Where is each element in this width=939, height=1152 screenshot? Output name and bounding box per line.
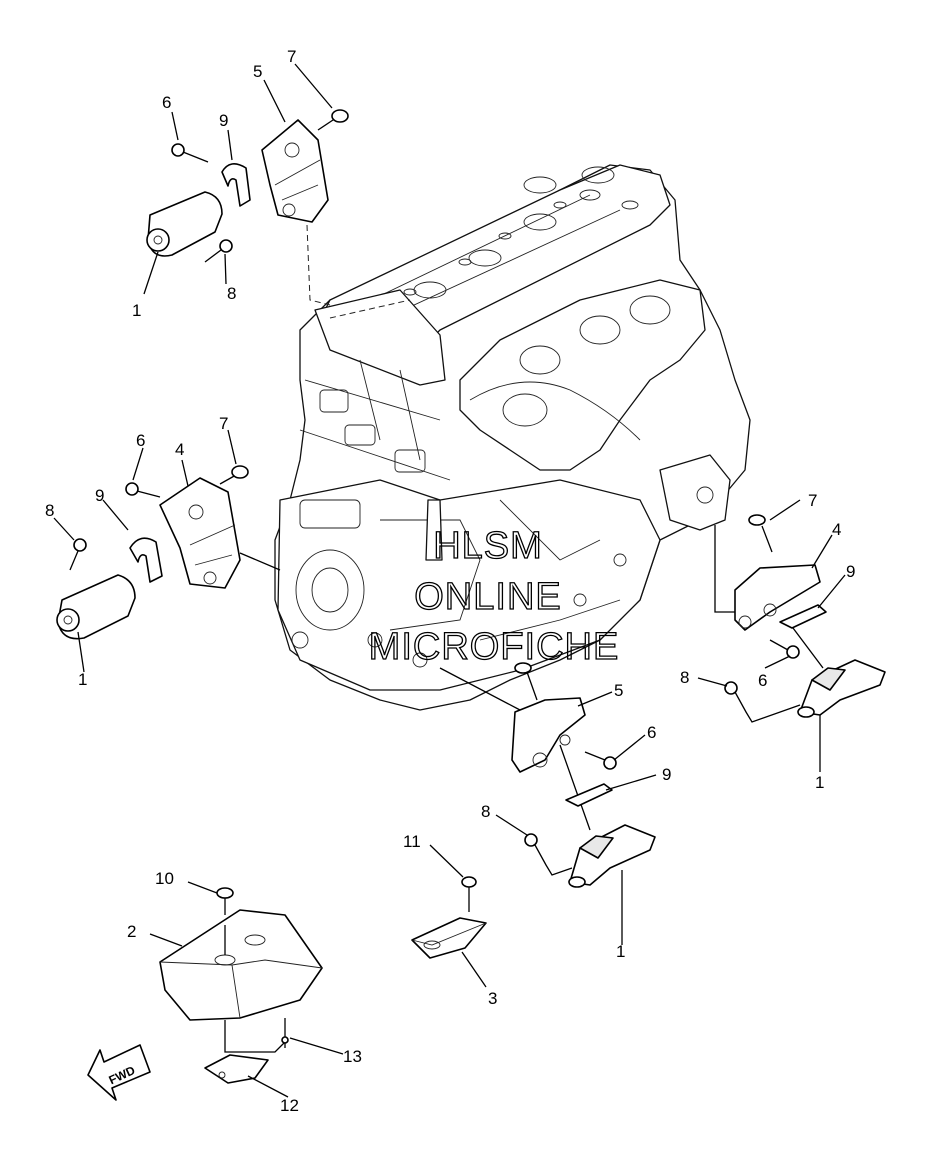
bolt-part-6 bbox=[769, 639, 800, 659]
callout-8: 8 bbox=[680, 668, 689, 687]
callout-6: 6 bbox=[647, 723, 656, 742]
callout-7: 7 bbox=[287, 47, 296, 66]
callout-numbers: 7 5 6 9 1 8 7 4 6 9 8 1 7 4 9 8 6 1 5 6 … bbox=[45, 47, 855, 1115]
guide-line bbox=[306, 224, 331, 306]
plate-part-12 bbox=[204, 1054, 269, 1084]
shim-part-9 bbox=[565, 783, 613, 807]
callout-4: 4 bbox=[832, 520, 841, 539]
watermark-line-3: MICROFICHE bbox=[369, 626, 620, 668]
fwd-direction-arrow: FWD bbox=[87, 1044, 151, 1101]
mount-assembly-center bbox=[511, 662, 656, 888]
bottom-parts: FWD bbox=[87, 876, 487, 1101]
bolt-part-6 bbox=[584, 751, 617, 770]
bolt-part-7 bbox=[317, 109, 349, 131]
screw-part-11 bbox=[461, 876, 477, 912]
callout-1: 1 bbox=[132, 301, 141, 320]
rubber-mount-part-1 bbox=[146, 191, 223, 257]
mount-assembly-right bbox=[724, 514, 886, 723]
callout-4: 4 bbox=[175, 440, 184, 459]
callout-7: 7 bbox=[219, 414, 228, 433]
callout-9: 9 bbox=[662, 765, 671, 784]
bracket-part-5 bbox=[511, 697, 586, 773]
rivet-part-13 bbox=[281, 1018, 289, 1048]
callout-13: 13 bbox=[343, 1047, 362, 1066]
callout-1: 1 bbox=[815, 773, 824, 792]
bolt-part-8 bbox=[69, 538, 87, 571]
callout-1: 1 bbox=[616, 942, 625, 961]
watermark-line-1: HLSM bbox=[433, 525, 543, 567]
callout-12: 12 bbox=[280, 1096, 299, 1115]
rubber-mount-part-1 bbox=[797, 659, 886, 718]
callout-1: 1 bbox=[78, 670, 87, 689]
bolt-part-7 bbox=[514, 662, 538, 701]
callout-5: 5 bbox=[614, 681, 623, 700]
bracket-part-4 bbox=[734, 564, 821, 631]
shim-part-9 bbox=[129, 537, 163, 583]
bolt-part-6 bbox=[171, 143, 209, 163]
mount-assembly-mid-left bbox=[56, 465, 249, 640]
callout-8: 8 bbox=[481, 802, 490, 821]
bolt-part-8 bbox=[204, 239, 233, 263]
guide-line bbox=[239, 552, 281, 571]
callout-3: 3 bbox=[488, 989, 497, 1008]
bracket-part-4 bbox=[159, 477, 241, 589]
guide-line bbox=[714, 525, 740, 613]
guide-line bbox=[792, 627, 824, 669]
callout-7: 7 bbox=[808, 491, 817, 510]
bolt-part-8 bbox=[724, 681, 801, 723]
watermark: HLSM ONLINE MICROFICHE bbox=[368, 524, 620, 668]
callout-5: 5 bbox=[253, 62, 262, 81]
callout-6: 6 bbox=[758, 671, 767, 690]
bolt-part-6 bbox=[125, 482, 161, 498]
callout-8: 8 bbox=[227, 284, 236, 303]
callout-11: 11 bbox=[403, 832, 421, 851]
bolt-part-8 bbox=[524, 833, 573, 876]
callout-6: 6 bbox=[162, 93, 171, 112]
guide-line bbox=[559, 744, 591, 831]
rubber-mount-part-1 bbox=[56, 574, 136, 640]
callout-9: 9 bbox=[95, 486, 104, 505]
mount-assembly-upper-left bbox=[146, 109, 349, 263]
rubber-mount-part-1 bbox=[568, 824, 656, 888]
callout-9: 9 bbox=[846, 562, 855, 581]
callout-10: 10 bbox=[155, 869, 174, 888]
callout-8: 8 bbox=[45, 501, 54, 520]
callout-2: 2 bbox=[127, 922, 136, 941]
bolt-part-7 bbox=[219, 465, 249, 485]
bracket-part-5 bbox=[261, 119, 329, 223]
shim-part-9 bbox=[779, 604, 827, 629]
shim-part-9 bbox=[221, 163, 251, 207]
engine-block bbox=[274, 164, 751, 711]
cover-part-2 bbox=[159, 909, 323, 1021]
guide-line bbox=[439, 667, 521, 711]
bolt-part-7 bbox=[748, 514, 773, 553]
callout-leaders bbox=[53, 63, 846, 1098]
callout-6: 6 bbox=[136, 431, 145, 450]
watermark-line-2: ONLINE bbox=[414, 576, 561, 618]
callout-9: 9 bbox=[219, 111, 228, 130]
